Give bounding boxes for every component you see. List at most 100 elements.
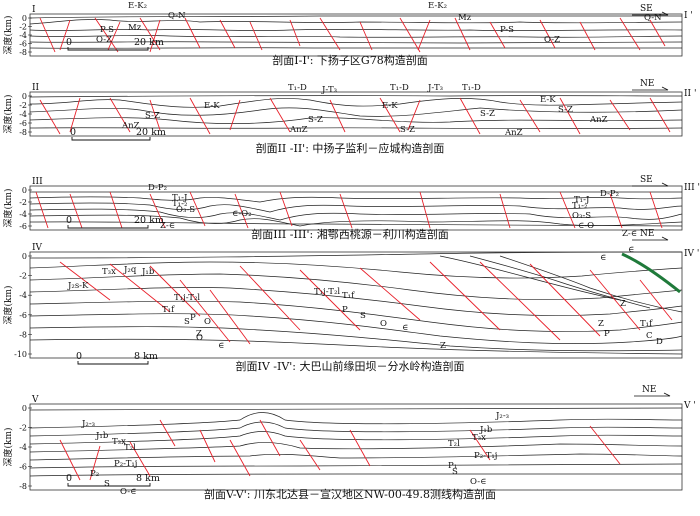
section-4-unit-label: Z — [620, 299, 626, 309]
section-3-unit-label: O₃-S — [572, 211, 591, 221]
section-2-y-axis-label: 深度(km) — [2, 94, 14, 133]
section-3-y-tick: -6 — [19, 222, 27, 231]
section-1-direction-label: SE — [640, 4, 653, 14]
section-3-unit-label: T₁-J — [172, 193, 188, 203]
section-4-scale-bar-icon — [77, 361, 149, 365]
section-3-unit-label: ∈-O — [578, 221, 594, 231]
section-2-unit-label: E-K — [204, 101, 220, 111]
section-4-left-label: IV — [32, 243, 43, 253]
section-3-unit-label: T₁-₂ — [572, 201, 587, 211]
section-2-unit-label: E-K — [540, 95, 556, 105]
section-3-y-tick: -2 — [19, 198, 27, 207]
section-5-unit-label: P₂-T₁j — [114, 459, 137, 469]
section-1-unit-label: P-S — [500, 25, 514, 35]
section-4-unit-label: O — [204, 317, 211, 327]
section-1-faults — [39, 17, 666, 53]
section-4-direction-arrow-icon — [632, 236, 669, 241]
section-4-y-axis-label: 深度(km) — [2, 285, 14, 324]
section-5-y-tick: -6 — [19, 463, 27, 472]
section-4-unit-label: O — [196, 333, 203, 343]
section-4-unit-label: Z — [196, 329, 202, 339]
section-3-y-axis-label: 深度(km) — [2, 188, 14, 227]
section-4-unit-label: D — [656, 337, 663, 347]
section-1-caption: 剖面I-I': 下扬子区G78构造剖面 — [272, 53, 427, 67]
section-2-y-tick: -2 — [19, 101, 27, 110]
section-4-direction-label: NE — [640, 229, 654, 239]
section-1-strata — [29, 15, 683, 49]
section-4-unit-label: S — [184, 317, 190, 327]
section-5-unit-label: J₁b — [95, 431, 109, 441]
section-1-scale-bar-icon — [67, 47, 149, 51]
section-1-unit-label: Q-N — [168, 11, 186, 21]
section-3-unit-label: ∈-O₂ — [232, 209, 252, 219]
section-2-y-tick: -8 — [19, 128, 27, 137]
section-2-faults — [39, 97, 671, 135]
section-2-unit-label: S-Z — [308, 115, 323, 125]
section-5-y-tick: 0 — [22, 404, 27, 413]
section-1-scale-end: 20 km — [134, 37, 164, 48]
section-4-unit-label: ∈ — [628, 245, 634, 255]
section-3-unit-label: T₁-J — [574, 195, 590, 205]
section-4-unit-label: ∈ — [600, 253, 606, 263]
section-4-y-tick: -10 — [14, 350, 27, 359]
section-4-unit-label: T₁f — [640, 319, 653, 329]
section-5-right-label: V ' — [683, 401, 696, 411]
section-3-scale-end: 20 km — [134, 215, 164, 226]
section-5-unit-label: S — [452, 467, 458, 477]
section-2-y-tick: -4 — [19, 110, 27, 119]
section-3-direction-arrow-icon — [632, 182, 669, 187]
section-4-y-tick: -6 — [19, 311, 27, 320]
section-3-unit-label: Z-∈ — [622, 229, 637, 239]
section-4 — [29, 251, 683, 359]
section-2-direction-label: NE — [640, 79, 654, 89]
section-5-y-tick: -4 — [19, 443, 27, 452]
section-5-unit-label: P₂-T₁j — [474, 451, 497, 461]
section-5-left-label: V — [31, 395, 39, 405]
section-4-unit-label: T₁j-T₂l — [314, 287, 340, 297]
section-4-scale-end: 8 km — [134, 351, 158, 362]
section-1-unit-label: Q-N — [644, 13, 662, 23]
section-5-unit-label: J₁b — [479, 425, 493, 435]
section-3-y-tick: 0 — [22, 186, 27, 195]
section-4-unit-label: C — [646, 331, 653, 341]
section-1-unit-label: E-K₂ — [428, 1, 447, 11]
section-4-unit-label: P — [342, 305, 348, 315]
section-5-unit-label: P₁ — [448, 461, 457, 471]
section-2 — [29, 91, 683, 137]
section-5-direction-arrow-icon — [634, 392, 671, 397]
section-1-y-tick: -4 — [19, 31, 27, 40]
section-3-scale-bar-icon — [67, 225, 149, 229]
section-5-scale-bar-icon — [67, 483, 151, 487]
section-3 — [29, 185, 683, 231]
section-4-y-tick: 0 — [22, 252, 27, 261]
section-3-right-label: III ' — [684, 183, 700, 193]
section-2-unit-label: S-Z — [480, 109, 495, 119]
section-5-unit-label: J₂-₃ — [81, 419, 95, 429]
section-2-unit-label: S-Z — [558, 105, 573, 115]
section-4-unit-label: J₁b — [141, 267, 155, 277]
section-2-unit-label: AnZ — [589, 115, 608, 125]
section-1-unit-label: P-S — [100, 25, 114, 35]
section-4-unit-label: T₁f — [342, 291, 355, 301]
section-5-direction-label: NE — [642, 385, 656, 395]
section-3-faults — [35, 191, 663, 229]
section-1-unit-label: O-Z — [96, 35, 112, 45]
section-3-scale-start: 0 — [66, 215, 72, 226]
section-2-unit-label: AnZ — [504, 128, 523, 138]
section-4-unit-label: P — [604, 329, 610, 339]
section-4-unit-label: T₁f — [162, 305, 175, 315]
section-3-direction-label: SE — [640, 175, 653, 185]
section-5-unit-label: T₃x — [112, 437, 126, 447]
section-2-right-label: II ' — [684, 89, 696, 99]
section-2-unit-label: E-K — [382, 101, 398, 111]
section-1-unit-label: Mz — [458, 13, 472, 23]
section-2-unit-label: AnZ — [121, 121, 140, 131]
section-3-y-tick: -4 — [19, 210, 27, 219]
section-1-unit-label: Mz — [128, 23, 142, 33]
section-5-y-axis-label: 深度(km) — [2, 427, 14, 466]
section-4-unit-label: J₂s-K — [67, 281, 89, 291]
section-1-right-label: I ' — [684, 11, 693, 21]
section-3-unit-label: O₃-S — [176, 205, 195, 215]
